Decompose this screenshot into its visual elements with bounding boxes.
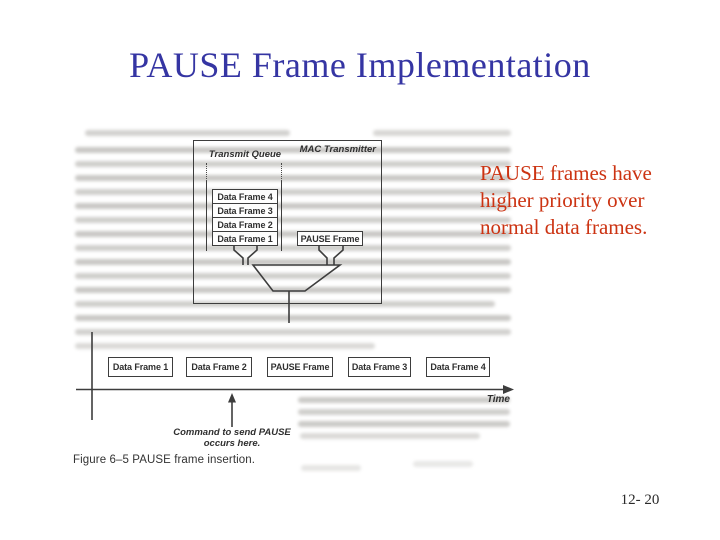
scan-noise-line — [298, 397, 510, 403]
scan-noise-line — [75, 161, 511, 167]
queue-wall-left-dotted — [206, 163, 207, 181]
scan-noise-line — [301, 465, 361, 471]
scan-noise-line — [75, 231, 511, 237]
time-axis-label: Time — [486, 394, 510, 405]
annotation-line: normal data frames. — [480, 215, 648, 239]
pause-frame-box: PAUSE Frame — [297, 231, 363, 246]
command-arrowhead-icon — [228, 393, 236, 403]
command-caption-line1: Command to send PAUSE — [173, 427, 291, 438]
scan-noise-line — [75, 329, 511, 335]
neck-right-line2 — [333, 246, 344, 265]
timeline-frame-box: Data Frame 1 — [108, 357, 173, 377]
scan-background-noise — [73, 125, 517, 480]
diagram-lines — [76, 246, 514, 427]
scan-noise-line — [85, 130, 290, 136]
queue-frame-box: Data Frame 4 — [212, 189, 278, 204]
queue-wall-right — [281, 181, 282, 251]
scan-noise-line — [373, 130, 511, 136]
queue-frame-box: Data Frame 3 — [212, 203, 278, 218]
scan-noise-line — [298, 421, 510, 427]
timeline-frame-box: PAUSE Frame — [267, 357, 333, 377]
transmit-queue-label: Transmit Queue — [208, 149, 282, 160]
scan-noise-line — [75, 315, 511, 321]
scan-noise-line — [75, 147, 511, 153]
funnel-shape — [251, 264, 343, 292]
timeline-frame-box: Data Frame 3 — [348, 357, 411, 377]
scan-noise-line — [75, 203, 511, 209]
scan-noise-line — [75, 189, 511, 195]
scan-noise-line — [300, 433, 480, 439]
mac-transmitter-label: MAC Transmitter — [299, 144, 376, 155]
scan-noise-line — [75, 343, 375, 349]
figure-caption: Figure 6–5 PAUSE frame insertion. — [73, 454, 256, 466]
scan-noise-line — [75, 175, 511, 181]
command-caption: Command to send PAUSE occurs here. — [157, 427, 307, 449]
neck-left-line2 — [247, 246, 258, 265]
neck-right-line — [318, 246, 328, 265]
annotation-line: higher priority over — [480, 188, 645, 212]
annotation-line: PAUSE frames have — [480, 161, 652, 185]
queue-wall-right-dotted — [281, 163, 282, 181]
neck-left-line — [233, 246, 244, 265]
scan-noise-line — [75, 217, 511, 223]
scan-noise-line — [75, 273, 511, 279]
annotation-note: PAUSE frames have higher priority over n… — [480, 160, 710, 241]
slide-title: PAUSE Frame Implementation — [129, 45, 591, 85]
time-arrowhead-icon — [503, 385, 514, 394]
scan-noise-line — [75, 301, 495, 307]
scan-noise-line — [75, 259, 511, 265]
command-caption-line2: occurs here. — [203, 438, 261, 449]
scan-noise-line — [298, 409, 510, 415]
scan-noise-line — [75, 287, 511, 293]
queue-frame-box: Data Frame 2 — [212, 217, 278, 232]
queue-frame-box: Data Frame 1 — [212, 231, 278, 246]
timeline-frame-box: Data Frame 2 — [186, 357, 252, 377]
scanned-figure: MAC Transmitter Transmit Queue Data Fram… — [73, 125, 517, 480]
scan-noise-line — [75, 245, 511, 251]
queue-wall-left — [206, 181, 207, 251]
mac-transmitter-box: MAC Transmitter — [193, 140, 382, 304]
page-number: 12- 20 — [620, 492, 660, 508]
scan-noise-line — [413, 461, 473, 467]
timeline-frame-box: Data Frame 4 — [426, 357, 490, 377]
